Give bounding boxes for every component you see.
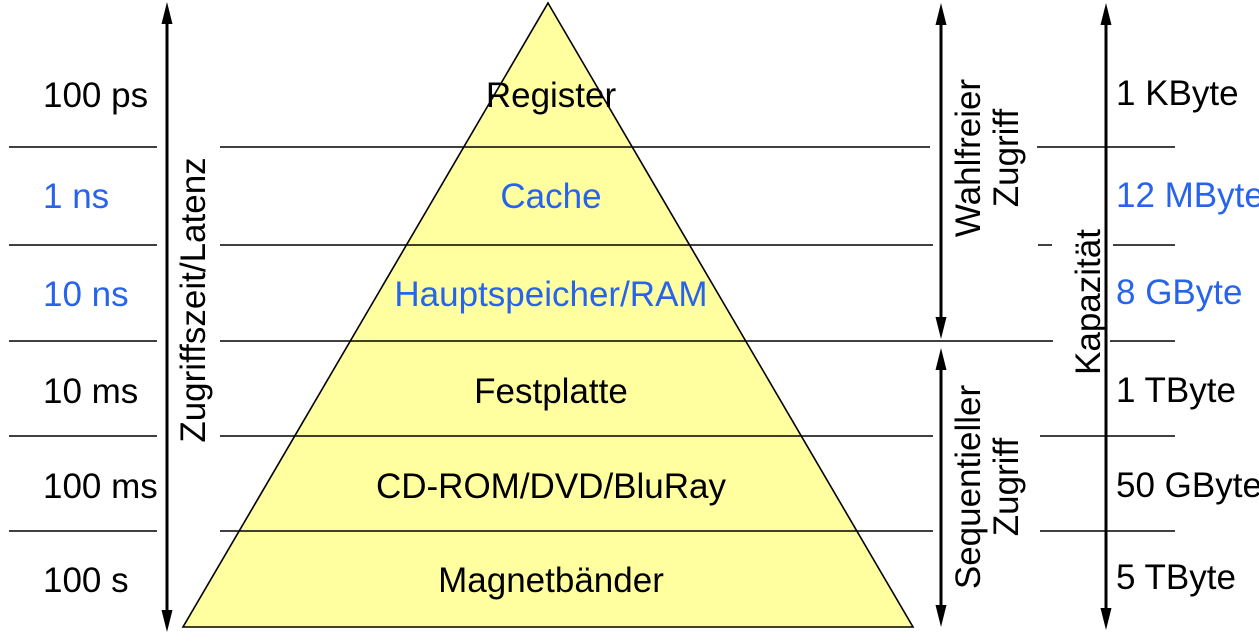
- pyramid-shape: [181, 1, 915, 628]
- latency-value-hdd: 10 ms: [43, 372, 138, 411]
- random-access-label-line1: Wahlfreier: [949, 79, 988, 238]
- arrow-up-icon: [161, 2, 173, 24]
- layer-separator-lines: [9, 146, 1175, 532]
- layer-label-hdd: Festplatte: [474, 372, 628, 411]
- layer-label-optical: CD-ROM/DVD/BluRay: [376, 467, 727, 506]
- arrow-up-icon: [935, 348, 947, 370]
- layer-label-tape: Magnetbänder: [438, 561, 664, 600]
- latency-axis-label: Zugriffszeit/Latenz: [174, 157, 213, 442]
- arrow-down-icon: [935, 605, 947, 627]
- random-access-label-line2: Zugriff: [987, 108, 1026, 207]
- capacity-value-tape: 5 TByte: [1116, 558, 1236, 597]
- capacity-value-cache: 12 MByte: [1116, 176, 1259, 215]
- arrow-down-icon: [935, 317, 947, 339]
- capacity-axis-label: Kapazität: [1069, 229, 1108, 375]
- latency-value-ram: 10 ns: [43, 275, 129, 314]
- layer-label-ram: Hauptspeicher/RAM: [394, 275, 707, 314]
- latency-axis-arrow: [161, 2, 173, 632]
- layer-label-cache: Cache: [500, 177, 601, 216]
- latency-value-tape: 100 s: [43, 561, 129, 600]
- sequential-access-label-line1: Sequentieller: [949, 385, 988, 590]
- random-access-arrow: [935, 3, 947, 339]
- capacity-value-ram: 8 GByte: [1116, 273, 1242, 312]
- latency-value-optical: 100 ms: [43, 467, 158, 506]
- sequential-access-label-line2: Zugriff: [987, 437, 1026, 536]
- capacity-value-hdd: 1 TByte: [1116, 371, 1236, 410]
- latency-value-register: 100 ps: [43, 76, 148, 115]
- arrow-up-icon: [935, 3, 947, 25]
- layer-label-register: Register: [486, 76, 617, 115]
- arrow-up-icon: [1100, 3, 1112, 25]
- arrow-down-icon: [161, 610, 173, 632]
- capacity-axis-arrow: [1100, 3, 1112, 630]
- latency-value-cache: 1 ns: [43, 177, 109, 216]
- capacity-value-register: 1 KByte: [1116, 74, 1239, 113]
- sequential-access-arrow: [935, 348, 947, 627]
- capacity-value-optical: 50 GByte: [1116, 466, 1259, 505]
- arrow-down-icon: [1100, 608, 1112, 630]
